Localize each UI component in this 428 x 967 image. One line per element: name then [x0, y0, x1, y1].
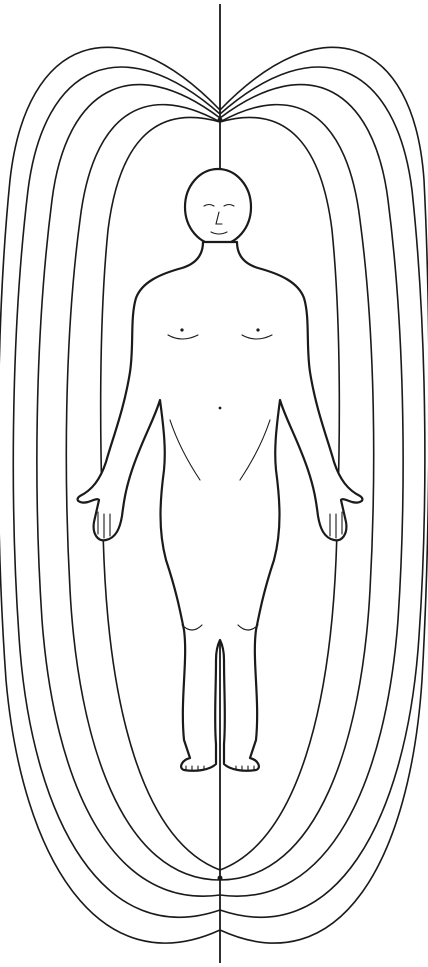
top-pole-marker	[218, 118, 223, 123]
figure-right-nipple	[256, 328, 259, 331]
figure-navel	[219, 407, 222, 410]
bottom-pole-marker	[218, 876, 223, 881]
figure-left-nipple	[180, 328, 183, 331]
